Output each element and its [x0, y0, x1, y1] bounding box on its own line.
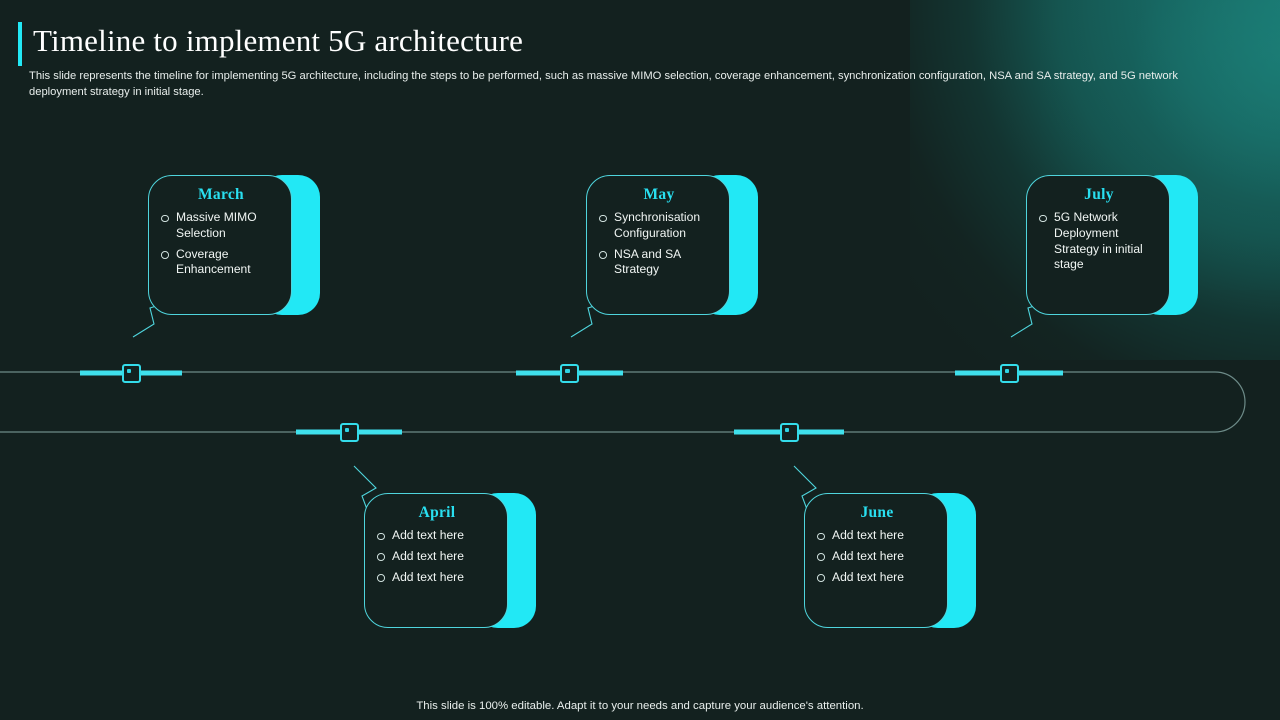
timeline-path [0, 371, 1246, 433]
list-item: Synchronisation Configuration [597, 210, 721, 242]
bullet-circle-icon [377, 574, 385, 582]
marker-node [121, 363, 141, 383]
list-item-text: NSA and SA Strategy [614, 246, 681, 277]
bubble-body: June Add text here Add text here Add tex… [804, 493, 948, 628]
milestone-bubble-may[interactable]: 2023 May Synchronisation Configuration N… [586, 175, 758, 315]
bullet-circle-icon [817, 574, 825, 582]
bubble-body: May Synchronisation Configuration NSA an… [586, 175, 730, 315]
marker-node [999, 363, 1019, 383]
bullet-list: Add text here Add text here Add text her… [375, 528, 499, 585]
list-item-text: Synchronisation Configuration [614, 210, 701, 240]
bullet-circle-icon [599, 251, 607, 259]
list-item: Coverage Enhancement [159, 247, 283, 279]
milestone-bubble-june[interactable]: 2023 June Add text here Add text here Ad… [804, 493, 976, 628]
bullet-circle-icon [1039, 214, 1047, 223]
timeline-marker-may[interactable] [516, 360, 623, 386]
list-item: Add text here [815, 549, 939, 565]
timeline-marker-july[interactable] [955, 360, 1063, 386]
list-item: Add text here [375, 549, 499, 565]
month-label: July [1084, 186, 1114, 203]
marker-node [779, 422, 799, 442]
timeline-marker-march[interactable] [80, 360, 182, 386]
list-item-text: Add text here [392, 569, 464, 584]
title-accent-bar [18, 22, 22, 66]
bullet-circle-icon [817, 532, 825, 541]
bullet-circle-icon [599, 214, 607, 223]
list-item: 5G Network Deployment Strategy in initia… [1037, 210, 1161, 273]
timeline-marker-june[interactable] [734, 419, 844, 445]
timeline-marker-april[interactable] [296, 419, 402, 445]
bullet-list: Add text here Add text here Add text her… [815, 528, 939, 585]
month-label: April [418, 504, 456, 521]
month-label: May [643, 186, 675, 203]
bullet-circle-icon [161, 214, 169, 223]
list-item-text: Add text here [392, 528, 464, 542]
list-item: Add text here [375, 528, 499, 544]
list-item: Add text here [815, 570, 939, 586]
bullet-list: Massive MIMO Selection Coverage Enhancem… [159, 210, 283, 278]
page-subtitle: This slide represents the timeline for i… [29, 70, 1178, 98]
bubble-body: April Add text here Add text here Add te… [364, 493, 508, 628]
milestone-bubble-april[interactable]: 2023 April Add text here Add text here A… [364, 493, 536, 628]
list-item: NSA and SA Strategy [597, 247, 721, 279]
marker-node [560, 363, 579, 383]
milestone-bubble-march[interactable]: 2023 March Massive MIMO Selection Covera… [148, 175, 320, 315]
list-item-text: 5G Network Deployment Strategy in initia… [1054, 210, 1143, 272]
list-item: Massive MIMO Selection [159, 210, 283, 242]
month-label: March [198, 186, 244, 203]
bubble-body: March Massive MIMO Selection Coverage En… [148, 175, 292, 315]
list-item: Add text here [375, 570, 499, 586]
slide-footer: This slide is 100% editable. Adapt it to… [416, 700, 864, 712]
marker-node [339, 422, 359, 442]
bullet-list: 5G Network Deployment Strategy in initia… [1037, 210, 1161, 273]
bullet-circle-icon [817, 553, 825, 561]
list-item-text: Add text here [832, 569, 904, 584]
list-item: Add text here [815, 528, 939, 544]
page-title: Timeline to implement 5G architecture [33, 23, 524, 58]
list-item-text: Add text here [832, 548, 904, 563]
list-item-text: Coverage Enhancement [176, 246, 251, 277]
bullet-circle-icon [161, 251, 169, 259]
milestone-bubble-july[interactable]: 2023 July 5G Network Deployment Strategy… [1026, 175, 1198, 315]
bubble-body: July 5G Network Deployment Strategy in i… [1026, 175, 1170, 315]
list-item-text: Add text here [832, 528, 904, 542]
list-item-text: Massive MIMO Selection [176, 210, 257, 240]
bullet-circle-icon [377, 532, 385, 541]
bullet-list: Synchronisation Configuration NSA and SA… [597, 210, 721, 278]
month-label: June [860, 504, 894, 521]
list-item-text: Add text here [392, 548, 464, 563]
bullet-circle-icon [377, 553, 385, 561]
